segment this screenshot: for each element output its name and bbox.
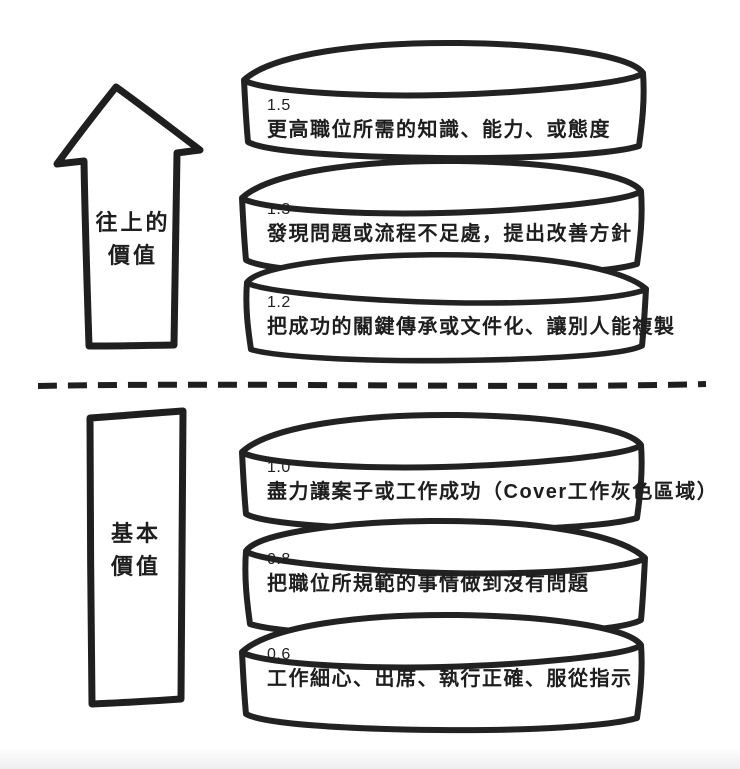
disk-value: 1.2 — [267, 294, 291, 311]
disk-label: 把職位所規範的事情做到沒有問題 — [267, 573, 590, 595]
disk-text-0-6: 0.6 工作細心、出席、執行正確、服從指示 — [267, 646, 633, 691]
basic-value-label-line2: 價值 — [110, 554, 161, 579]
disk-label: 盡力讓案子或工作成功（Cover工作灰色區域） — [267, 481, 719, 503]
disk-value: 0.8 — [267, 551, 291, 568]
basic-value-label-line1: 基本 — [110, 521, 161, 546]
basic-value-box-shape — [86, 407, 187, 708]
disk-value: 0.6 — [267, 646, 291, 663]
basic-value-label: 基本 價值 — [86, 517, 186, 583]
dashed-divider-line — [37, 381, 707, 389]
disk-label: 發現問題或流程不足處，提出改善方針 — [267, 223, 633, 245]
disk-text-1-0: 1.0 盡力讓案子或工作成功（Cover工作灰色區域） — [267, 459, 718, 504]
disk-label: 工作細心、出席、執行正確、服從指示 — [267, 668, 633, 690]
disk-text-1-5: 1.5 更高職位所需的知識、能力、或態度 — [267, 97, 611, 142]
footer-fade — [0, 747, 740, 769]
upward-value-label-line2: 價值 — [107, 243, 158, 268]
disk-value: 1.3 — [267, 201, 291, 218]
upward-value-label-line1: 往上的 — [95, 210, 171, 235]
upward-value-label: 往上的 價值 — [84, 206, 182, 272]
disk-text-0-8: 0.8 把職位所規範的事情做到沒有問題 — [267, 551, 590, 596]
disk-text-1-3: 1.3 發現問題或流程不足處，提出改善方針 — [267, 201, 633, 246]
disk-value: 1.0 — [267, 459, 291, 476]
up-arrow-shape — [53, 83, 204, 350]
disk-label: 把成功的關鍵傳承或文件化、讓別人能複製 — [267, 316, 676, 338]
disk-text-1-2: 1.2 把成功的關鍵傳承或文件化、讓別人能複製 — [267, 294, 676, 339]
disk-label: 更高職位所需的知識、能力、或態度 — [267, 119, 611, 141]
disk-value: 1.5 — [267, 97, 291, 114]
